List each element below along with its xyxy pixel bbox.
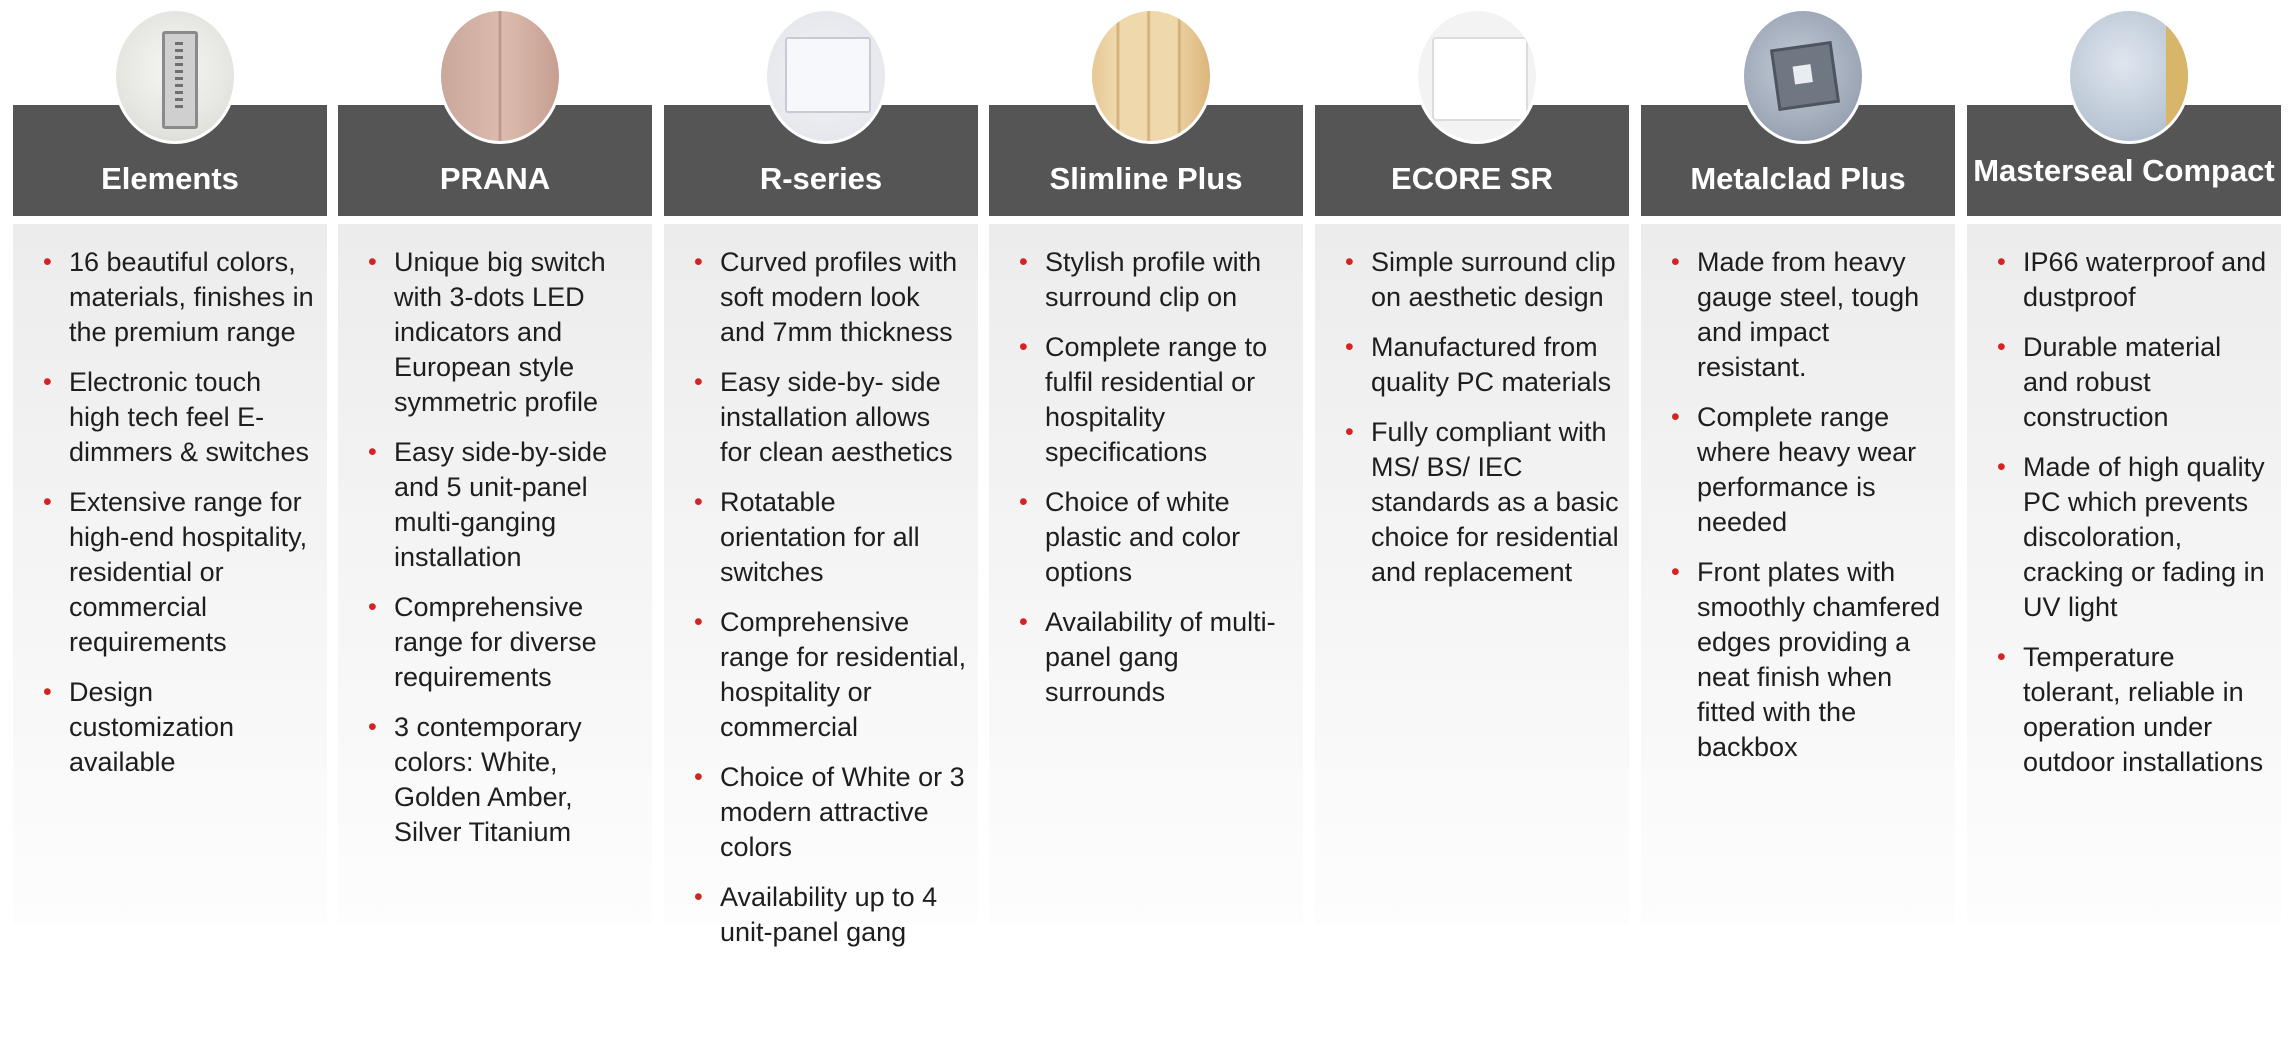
feature-item: Availability up to 4 unit-panel gang: [686, 880, 968, 950]
feature-list: Simple surround clip on aesthetic design…: [1337, 245, 1619, 605]
product-title: R-series: [759, 160, 883, 196]
feature-item: Curved profiles with soft modern look an…: [686, 245, 968, 350]
feature-list: IP66 waterproof and dustproof Durable ma…: [1989, 245, 2271, 795]
feature-item: Electronic touch high tech feel E-dimmer…: [35, 365, 317, 470]
switch-plate-icon: [438, 8, 562, 144]
feature-item: Unique big switch with 3-dots LED indica…: [360, 245, 642, 420]
feature-item: Made of high quality PC which prevents d…: [1989, 450, 2271, 625]
switch-plate-icon: [1089, 8, 1213, 144]
feature-item: Complete range where heavy wear performa…: [1663, 400, 1945, 540]
product-title: Elements: [101, 160, 239, 196]
feature-item: Complete range to fulfil residential or …: [1011, 330, 1293, 470]
feature-item: Extensive range for high-end hospitality…: [35, 485, 317, 660]
metal-switch-box-icon: [1741, 8, 1865, 144]
product-title: PRANA: [439, 160, 551, 196]
feature-item: Easy side-by- side installation allows f…: [686, 365, 968, 470]
feature-list: 16 beautiful colors, materials, finishes…: [35, 245, 317, 795]
feature-item: Easy side-by-side and 5 unit-panel multi…: [360, 435, 642, 575]
feature-item: Choice of White or 3 modern attractive c…: [686, 760, 968, 865]
dimmer-panel-icon: [113, 8, 237, 144]
feature-item: 3 contemporary colors: White, Golden Amb…: [360, 710, 642, 850]
switch-plate-icon: [764, 8, 888, 144]
product-column-masterseal-compact: Masterseal Compact IP66 waterproof and d…: [1967, 0, 2281, 1058]
feature-list: Stylish profile with surround clip on Co…: [1011, 245, 1293, 725]
feature-item: Front plates with smoothly chamfered edg…: [1663, 555, 1945, 765]
feature-item: IP66 waterproof and dustproof: [1989, 245, 2271, 315]
product-title: Masterseal Compact: [1973, 153, 2275, 188]
product-title: Metalclad Plus: [1690, 160, 1906, 196]
feature-item: Comprehensive range for diverse requirem…: [360, 590, 642, 695]
feature-item: Fully compliant with MS/ BS/ IEC standar…: [1337, 415, 1619, 590]
feature-item: Availability of multi-panel gang surroun…: [1011, 605, 1293, 710]
product-column-elements: Elements 16 beautiful colors, materials,…: [13, 0, 327, 1058]
product-column-r-series: R-series Curved profiles with soft moder…: [664, 0, 978, 1058]
feature-item: Rotatable orientation for all switches: [686, 485, 968, 590]
feature-item: Simple surround clip on aesthetic design: [1337, 245, 1619, 315]
product-title: Slimline Plus: [1049, 160, 1243, 196]
product-column-metalclad-plus: Metalclad Plus Made from heavy gauge ste…: [1641, 0, 1955, 1058]
product-column-slimline-plus: Slimline Plus Stylish profile with surro…: [989, 0, 1303, 1058]
feature-item: Design customization available: [35, 675, 317, 780]
waterproof-switch-icon: [2067, 8, 2191, 144]
feature-item: Choice of white plastic and color option…: [1011, 485, 1293, 590]
feature-list: Made from heavy gauge steel, tough and i…: [1663, 245, 1945, 780]
switch-plate-icon: [1415, 8, 1539, 144]
product-column-ecore-sr: ECORE SR Simple surround clip on aesthet…: [1315, 0, 1629, 1058]
feature-list: Curved profiles with soft modern look an…: [686, 245, 968, 965]
feature-item: Temperature tolerant, reliable in operat…: [1989, 640, 2271, 780]
feature-item: Manufactured from quality PC materials: [1337, 330, 1619, 400]
feature-item: Made from heavy gauge steel, tough and i…: [1663, 245, 1945, 385]
product-column-prana: PRANA Unique big switch with 3-dots LED …: [338, 0, 652, 1058]
feature-item: 16 beautiful colors, materials, finishes…: [35, 245, 317, 350]
product-title: ECORE SR: [1391, 160, 1553, 196]
feature-item: Comprehensive range for residential, hos…: [686, 605, 968, 745]
feature-list: Unique big switch with 3-dots LED indica…: [360, 245, 642, 865]
feature-item: Durable material and robust construction: [1989, 330, 2271, 435]
feature-item: Stylish profile with surround clip on: [1011, 245, 1293, 315]
